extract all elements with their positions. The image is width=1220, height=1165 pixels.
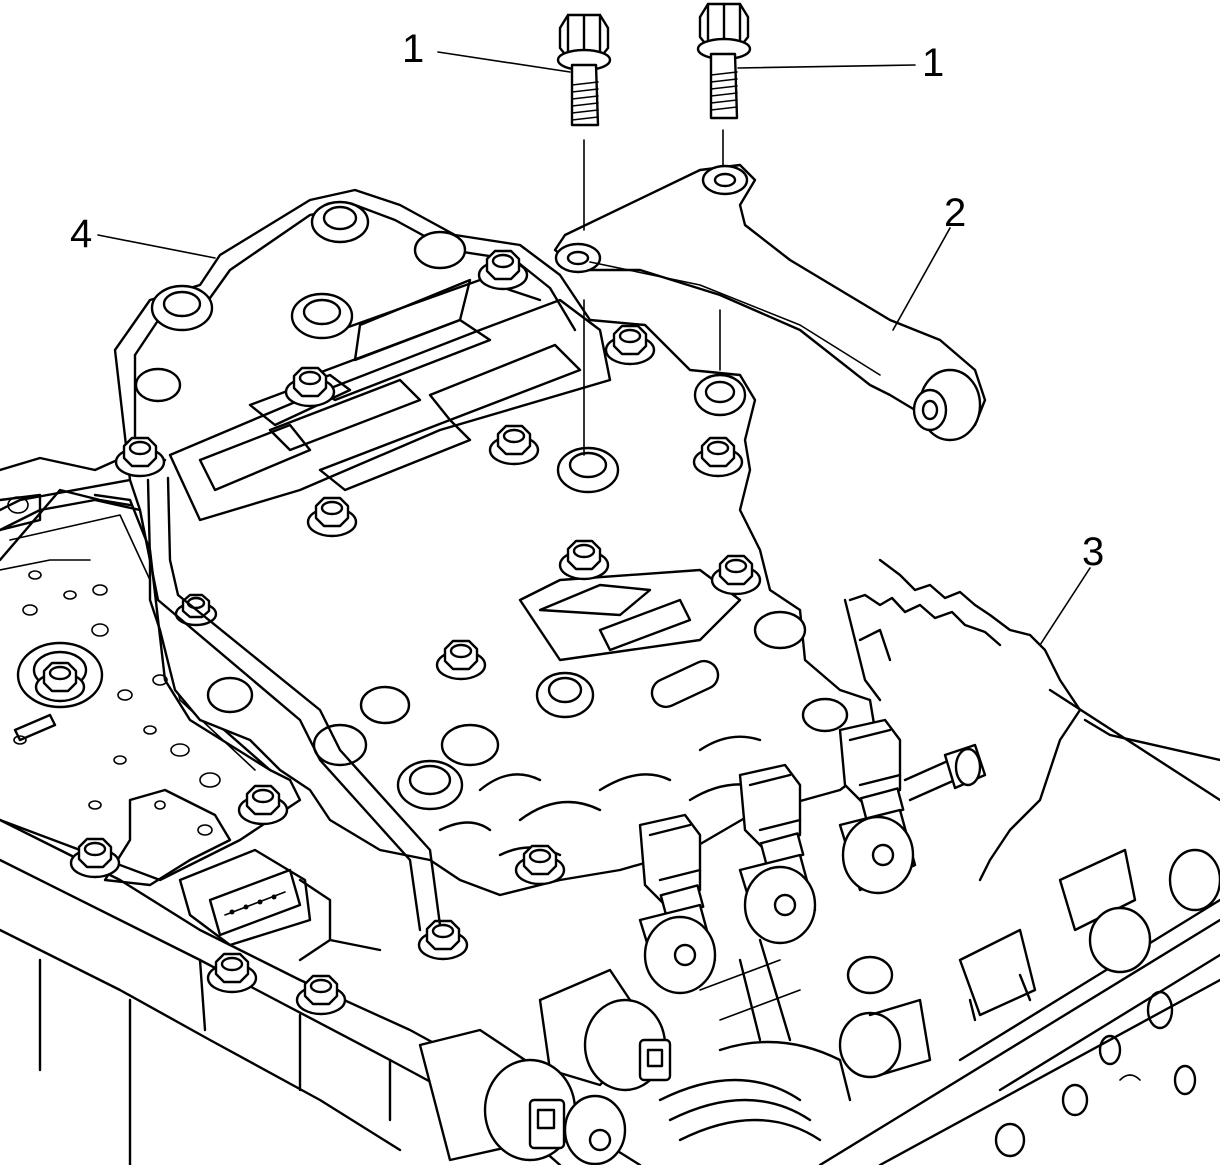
callout-valve-body: 4 (70, 212, 92, 256)
callout-bolt-left: 1 (402, 27, 424, 71)
alignment-lines (583, 129, 724, 456)
wiring-harness (843, 558, 1082, 882)
leader-lines (97, 51, 1091, 646)
solenoid-bank (418, 718, 1220, 1165)
solenoid-icon (418, 1028, 627, 1165)
callout-bolt-right: 1 (922, 41, 944, 85)
bolt-icon (696, 2, 752, 120)
connector-icon (638, 813, 705, 918)
harness-tube (93, 476, 442, 932)
valve-body-cover (113, 188, 882, 897)
callout-wiring-harness: 3 (1082, 530, 1104, 574)
connector-icon (738, 763, 805, 866)
connector-left (178, 848, 382, 962)
bracket-icon (553, 163, 987, 442)
solenoid-icon (538, 968, 672, 1092)
callout-bracket: 2 (944, 191, 966, 235)
solenoid-icon (638, 903, 717, 995)
bolt-icon (556, 13, 612, 127)
installed-bolts (34, 249, 762, 1016)
solenoid-icon (838, 955, 932, 1079)
connector-icon (838, 718, 905, 821)
solenoid-icon (838, 808, 917, 895)
solenoid-icon (738, 853, 817, 945)
